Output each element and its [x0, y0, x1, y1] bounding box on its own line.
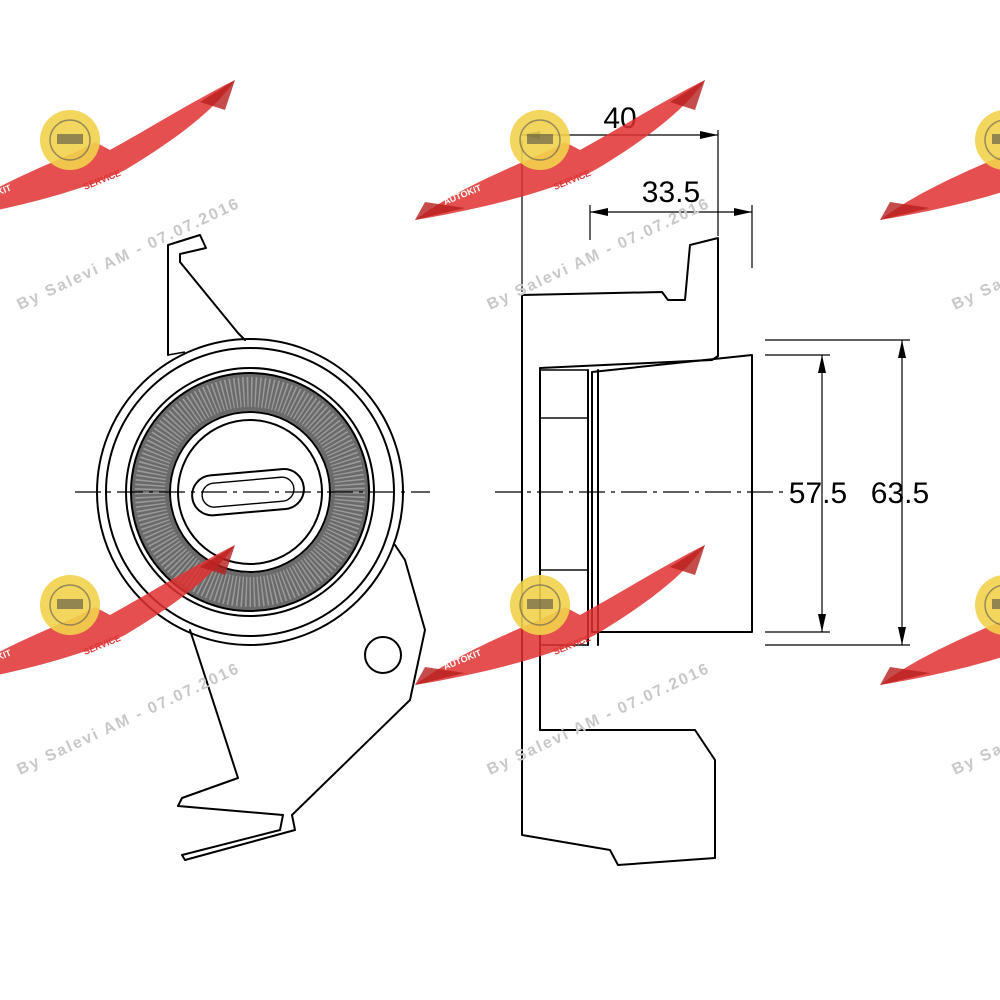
watermark-logo-top-right: By Salevi AM - 07.07.2016 — [879, 79, 1000, 314]
dimension-height-outer: 63.5 — [765, 339, 929, 646]
watermark-logo-bottom-middle: AUTOKIT SERVICE By Salevi AM - 07.07.201… — [414, 544, 713, 779]
height-inner-label: 57.5 — [789, 477, 847, 510]
watermark-credit: By Salevi AM - 07.07.2016 — [15, 660, 243, 779]
upper-hook — [167, 234, 246, 356]
dimension-height-inner: 57.5 — [765, 354, 847, 633]
lower-arm — [177, 544, 426, 861]
height-outer-label: 63.5 — [871, 477, 929, 510]
watermark-credit: By Salevi AM - 07.07.2016 — [485, 660, 713, 779]
watermark-logo-top-left: AUTOKIT SERVICE By Salevi AM - 07.07.201… — [0, 79, 243, 314]
watermark-credit: By Salevi AM - 07.07.2016 — [950, 195, 1000, 314]
mounting-hole — [364, 636, 402, 674]
side-bracket-outline — [521, 237, 719, 866]
watermark-credit: By Salevi AM - 07.07.2016 — [950, 660, 1000, 779]
watermark-logo-bottom-right: By Salevi AM - 07.07.2016 — [879, 544, 1000, 779]
width-inner-label: 33.5 — [642, 176, 700, 209]
dimension-width-inner: 33.5 — [589, 176, 753, 268]
side-pulley-body — [591, 354, 753, 633]
side-view — [495, 237, 785, 866]
eccentric-slot — [191, 468, 305, 517]
front-view — [75, 234, 430, 861]
